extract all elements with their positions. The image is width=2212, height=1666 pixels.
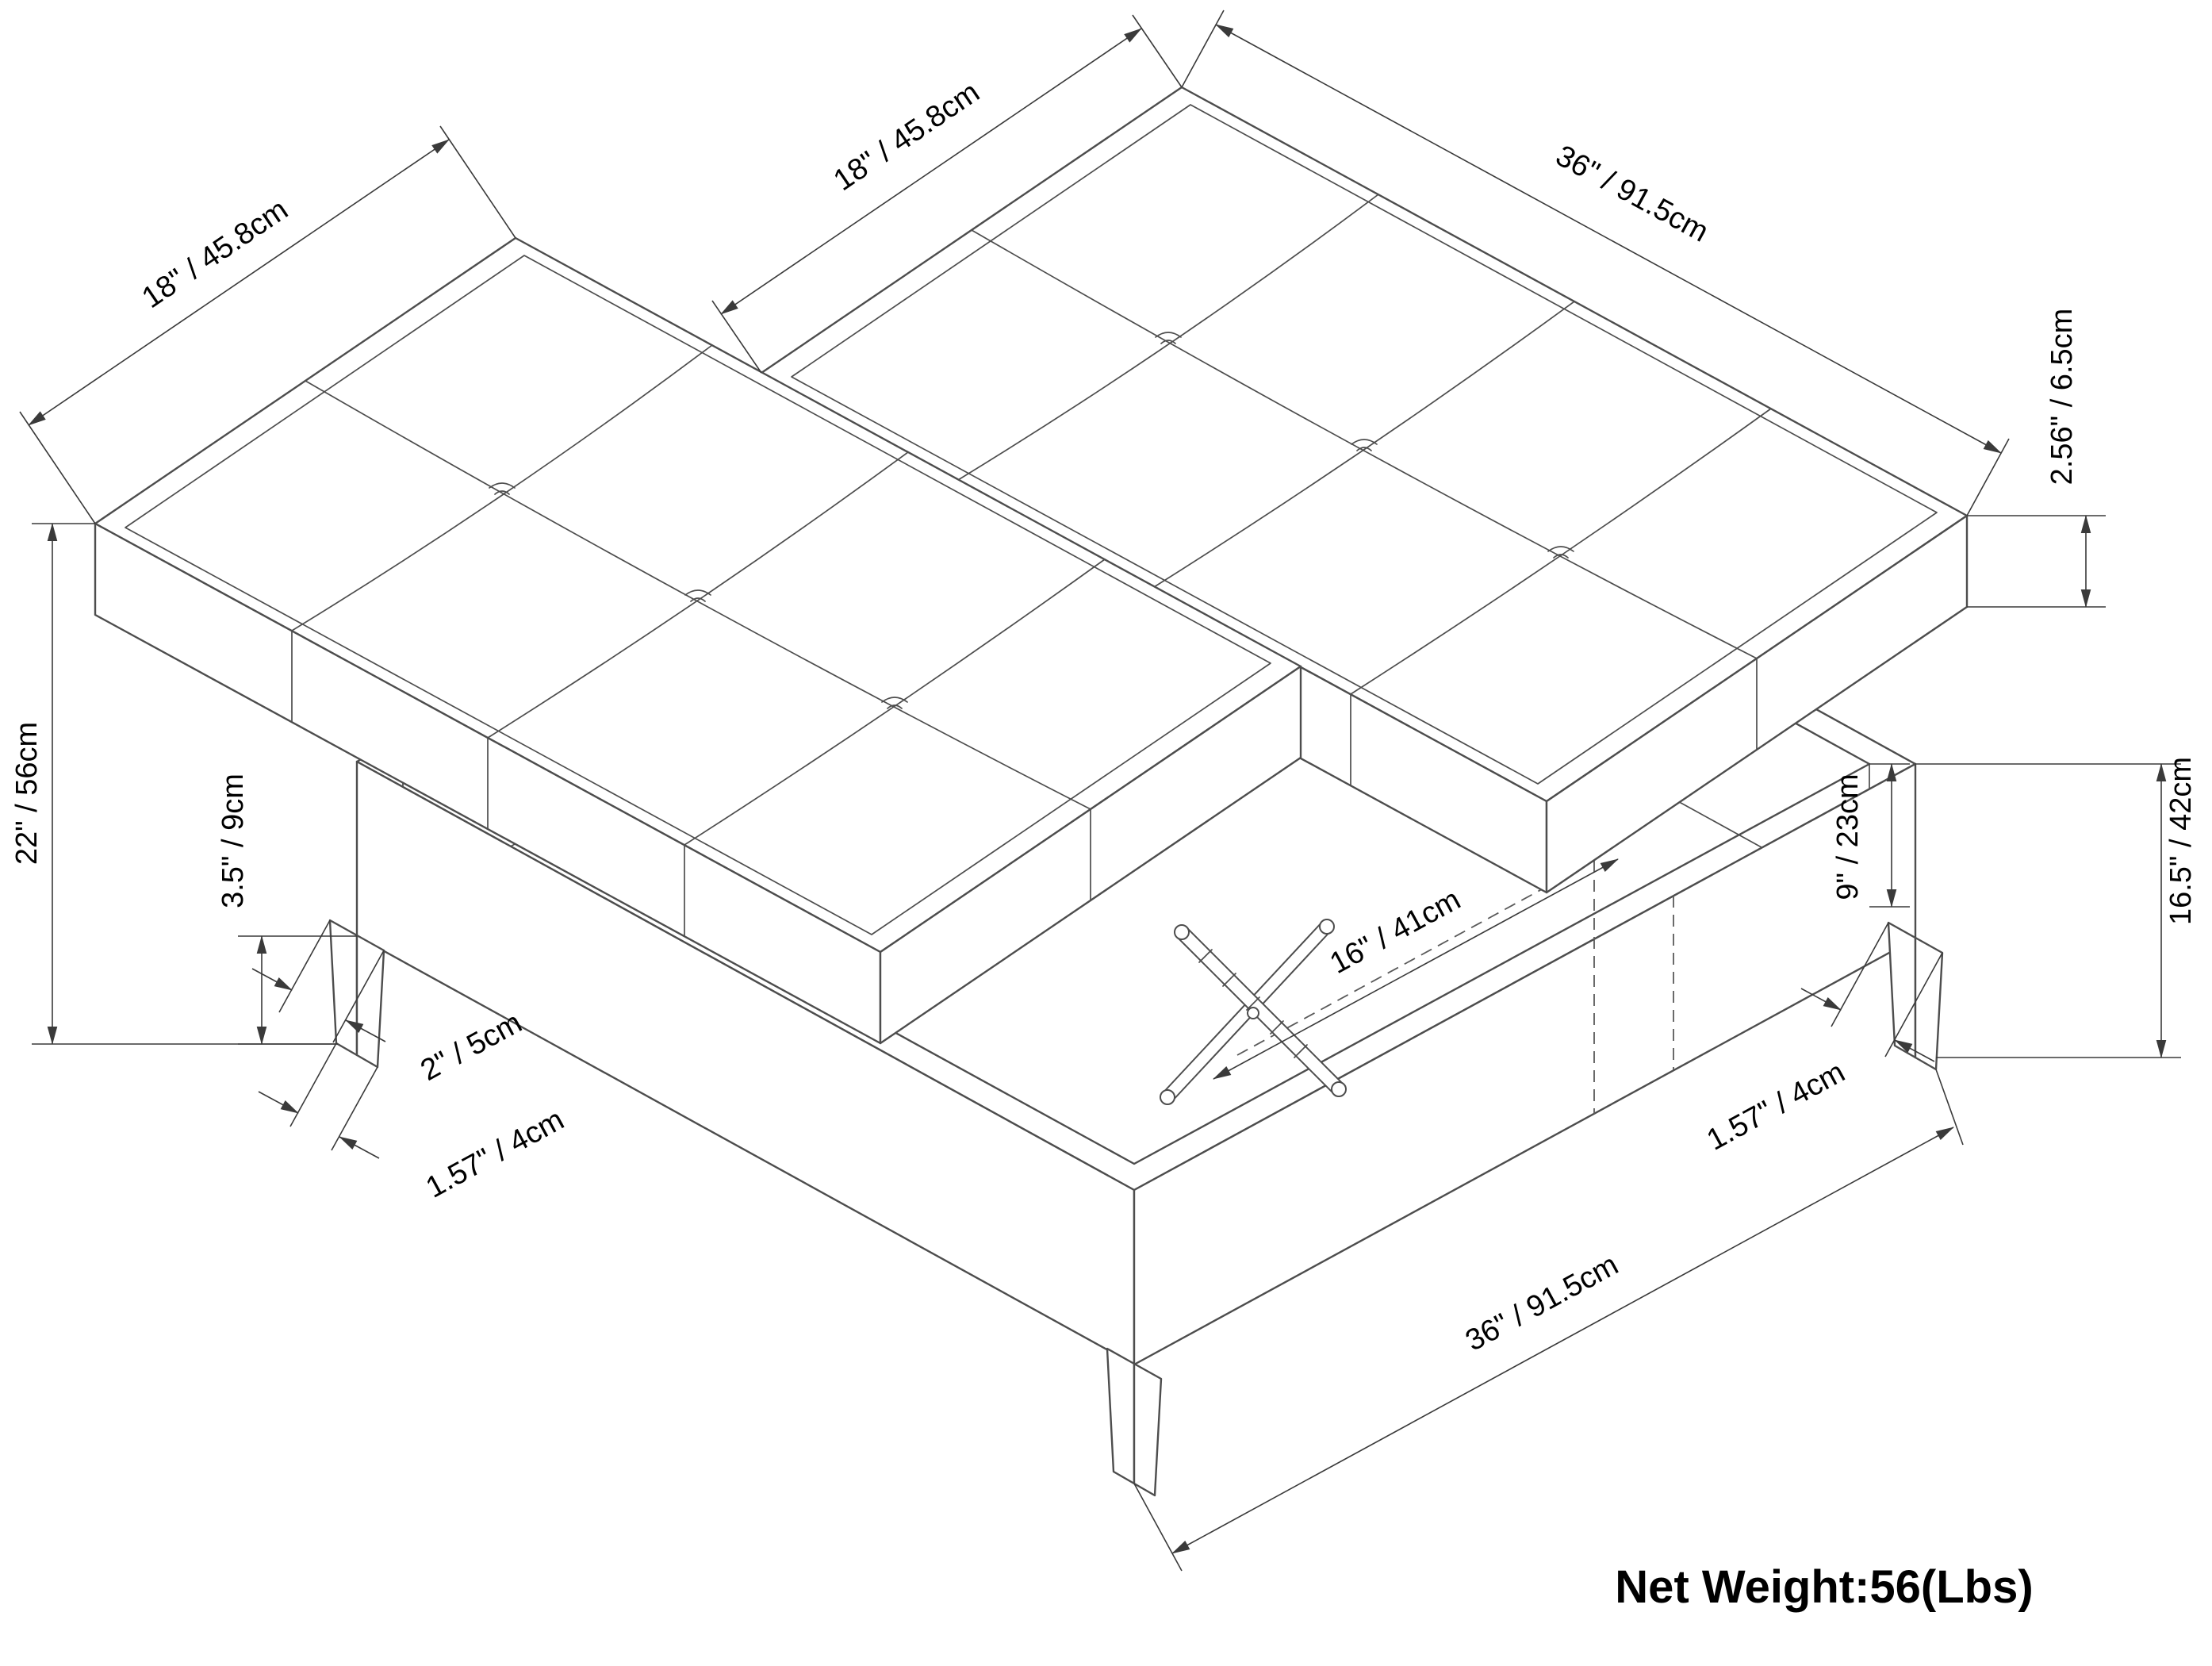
- net-weight-label: Net Weight:56(Lbs): [1615, 1561, 2033, 1613]
- front-leg: [1106, 1347, 1163, 1497]
- right-leg: [1887, 921, 1944, 1071]
- dim-cushion-thickness: 2.56" / 6.5cm: [1967, 309, 2106, 608]
- dim-leg-height: 3.5" / 9cm: [217, 774, 357, 1045]
- dim-leg-bottom-width: 1.57" / 4cm: [258, 1042, 569, 1205]
- dim-overall-height: 22" / 56cm: [10, 523, 338, 1045]
- dim-label-right-leg-width: 1.57" / 4cm: [1701, 1055, 1850, 1157]
- dim-base-height: 16.5" / 42cm: [1915, 757, 2198, 1058]
- dim-label-leg-height: 3.5" / 9cm: [217, 774, 250, 908]
- hinge-pivot: [1174, 924, 1190, 940]
- dim-label-storage-depth: 9" / 23cm: [1831, 774, 1865, 900]
- dim-storage-depth: 9" / 23cm: [1831, 763, 1910, 908]
- dim-label-leg-top-width: 2" / 5cm: [416, 1006, 527, 1088]
- dim-label-right-cushion-width: 18" / 45.8cm: [828, 75, 986, 198]
- dim-label-leg-bottom-width: 1.57" / 4cm: [420, 1103, 569, 1204]
- hinge-pivot: [1331, 1081, 1347, 1097]
- dim-label-left-cushion-width: 18" / 45.8cm: [136, 193, 294, 315]
- hinge-pivot: [1319, 919, 1335, 935]
- dim-label-overall-height: 22" / 56cm: [10, 722, 44, 865]
- dim-label-base-length: 36" / 91.5cm: [1460, 1248, 1624, 1357]
- hinge-pivot: [1160, 1089, 1175, 1105]
- dim-label-cushion-thickness: 2.56" / 6.5cm: [2045, 309, 2079, 486]
- dim-label-right-cushion-length: 36" / 91.5cm: [1551, 139, 1714, 248]
- dim-label-base-height: 16.5" / 42cm: [2164, 757, 2198, 925]
- hinge-center-pivot: [1247, 1007, 1259, 1019]
